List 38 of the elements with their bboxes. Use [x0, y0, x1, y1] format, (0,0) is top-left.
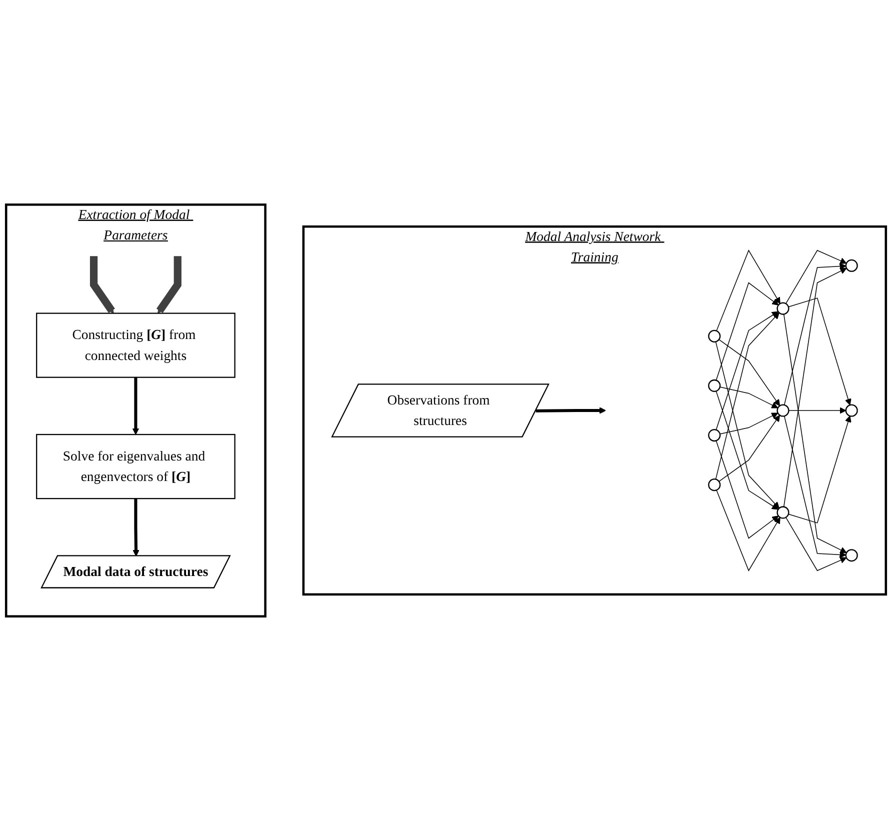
arrow — [536, 407, 606, 414]
arrow — [716, 311, 778, 430]
arrow — [786, 250, 847, 304]
arrow — [156, 256, 182, 314]
arrow — [788, 407, 846, 414]
node-box: Solve for eigenvalues and engenvectors of [G] — [36, 434, 236, 500]
arrow — [715, 312, 780, 480]
node-circle — [776, 302, 790, 315]
arrow — [716, 390, 778, 510]
node-circle — [708, 428, 721, 442]
arrow — [788, 416, 852, 524]
arrow — [786, 517, 847, 572]
arrow — [784, 416, 846, 558]
node-circle — [845, 549, 858, 562]
arrow — [783, 314, 847, 554]
node-circle — [845, 259, 858, 272]
arrow — [132, 498, 140, 556]
arrow — [716, 440, 779, 539]
arrow — [720, 386, 778, 408]
arrow — [783, 268, 847, 508]
node-box: Constructing [G] from connected weights — [36, 312, 236, 378]
node-circle — [776, 506, 790, 519]
arrow — [716, 490, 780, 572]
arrow — [716, 250, 780, 332]
node-circle — [708, 330, 721, 342]
arrow — [718, 339, 780, 406]
arrow — [132, 377, 140, 435]
arrow — [715, 341, 780, 509]
arrow — [90, 256, 115, 314]
node-circle — [776, 404, 790, 417]
arrow — [788, 298, 852, 406]
arrow — [718, 414, 780, 482]
arrow — [716, 282, 779, 381]
node-circle — [708, 379, 721, 392]
node-circle — [708, 478, 721, 492]
arrow — [720, 412, 778, 434]
arrow — [784, 262, 846, 406]
node-circle — [845, 404, 858, 417]
